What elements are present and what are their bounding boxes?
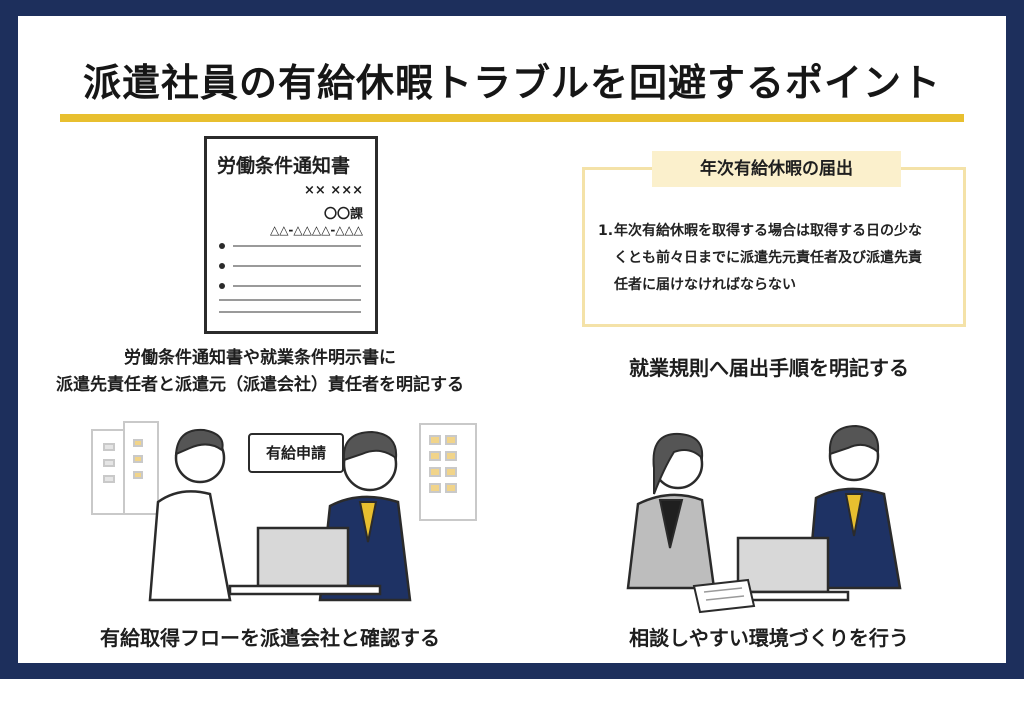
document-rule — [219, 311, 361, 313]
notice-line-3: 任者に届けなければならない — [614, 277, 796, 293]
document-bullet — [219, 243, 225, 249]
notice-line-1: 年次有給休暇を取得する場合は取得する日の少な — [614, 223, 922, 239]
notice-box — [582, 167, 966, 327]
person-icon — [806, 424, 902, 590]
document-rule — [233, 265, 361, 267]
laptop-icon — [228, 526, 382, 596]
person-icon — [148, 428, 232, 602]
notice-line-2: くとも前々日までに派遣先元責任者及び派遣先責 — [614, 250, 922, 266]
document-rule — [233, 245, 361, 247]
document-rule — [219, 299, 361, 301]
title-underline — [60, 114, 964, 122]
document-rule — [233, 285, 361, 287]
paper-icon — [692, 578, 756, 614]
notice-number: 1. — [598, 223, 614, 239]
caption-top-left-1: 労働条件通知書や就業条件明示書に — [124, 348, 396, 368]
document-line-1: ×× ××× — [304, 183, 363, 198]
caption-bottom-right: 相談しやすい環境づくりを行う — [629, 626, 909, 650]
person-icon — [626, 432, 716, 590]
document-icon: 労働条件通知書 ×× ××× 〇〇課 △△-△△△△-△△△ — [204, 136, 378, 334]
building-icon — [419, 423, 477, 521]
page-title: 派遣社員の有給休暇トラブルを回避するポイント — [82, 61, 941, 105]
building-icon — [91, 421, 159, 515]
meeting-illustration-left — [91, 421, 477, 602]
caption-top-left-2: 派遣先責任者と派遣元（派遣会社）責任者を明記する — [56, 375, 464, 395]
laptop-icon — [716, 536, 850, 602]
notice-heading: 年次有給休暇の届出 — [652, 151, 901, 187]
document-line-3: △△-△△△△-△△△ — [269, 223, 363, 237]
document-title: 労働条件通知書 — [217, 155, 351, 177]
document-line-2: 〇〇課 — [323, 207, 363, 222]
document-bullet — [219, 283, 225, 289]
caption-top-right: 就業規則へ届出手順を明記する — [629, 356, 909, 380]
speech-bubble: 有給申請 — [248, 433, 344, 473]
meeting-illustration-right — [626, 424, 902, 614]
caption-bottom-left: 有給取得フローを派遣会社と確認する — [100, 626, 440, 650]
notice-text: 1.年次有給休暇を取得する場合は取得する日の少な くとも前々日までに派遣先元責任… — [598, 218, 954, 299]
document-bullet — [219, 263, 225, 269]
